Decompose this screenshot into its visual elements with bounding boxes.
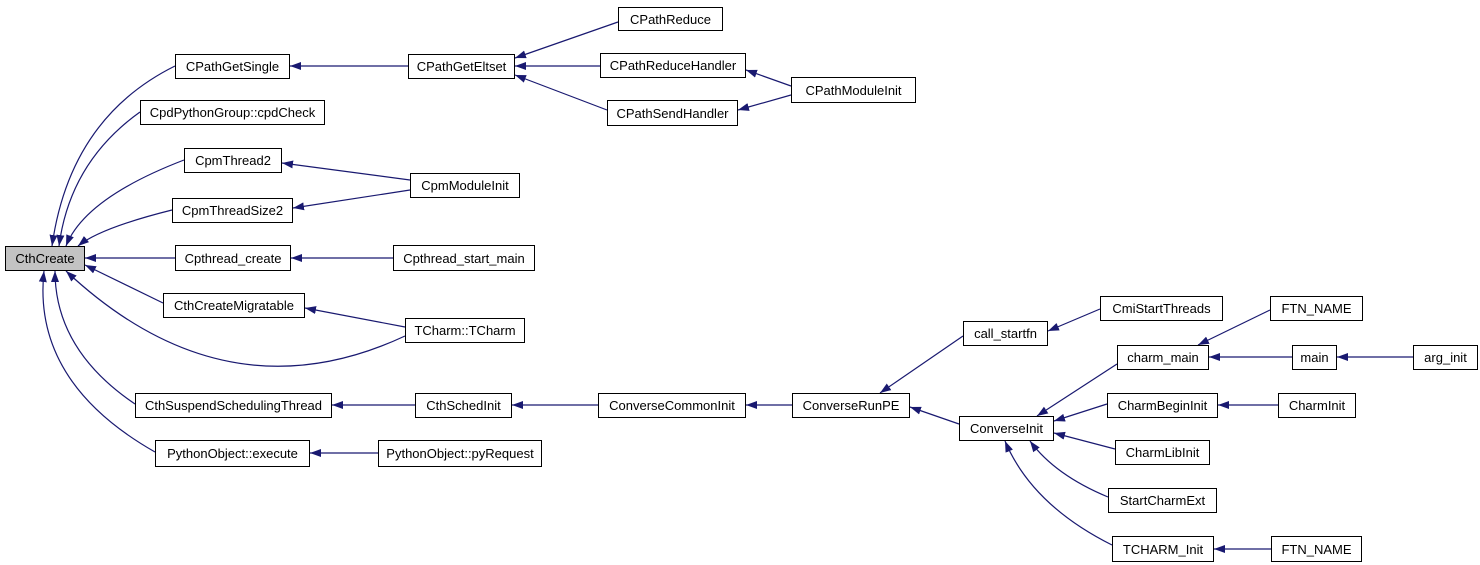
graph-node-cpmthread2[interactable]: CpmThread2: [184, 148, 282, 173]
graph-node-cpdcheck[interactable]: CpdPythonGroup::cpdCheck: [140, 100, 325, 125]
graph-node-label: CPathReduceHandler: [609, 58, 737, 73]
graph-node-label: CthCreateMigratable: [174, 298, 294, 313]
graph-node-label: ConverseRunPE: [802, 398, 900, 413]
edge-cpmthread2-to-cthcreate: [65, 159, 185, 247]
graph-node-cpthread_start_main[interactable]: Cpthread_start_main: [393, 245, 535, 271]
edge-cpathmoduleinit-to-cpathreducehandler: [745, 69, 792, 87]
edge-cpathreduce-to-cpathgeteltset: [514, 21, 619, 59]
graph-node-cthcreatemigratable[interactable]: CthCreateMigratable: [163, 293, 305, 318]
edge-tcharm_init-to-converseinit: [1004, 440, 1113, 546]
graph-node-label: main: [1300, 350, 1329, 365]
graph-node-pyexecute[interactable]: PythonObject::execute: [155, 440, 310, 467]
graph-node-label: CPathGetEltset: [416, 59, 507, 74]
graph-node-tcharm_init[interactable]: TCHARM_Init: [1112, 536, 1214, 562]
edge-cthsuspend-to-cthcreate: [51, 270, 136, 405]
graph-node-label: PythonObject::pyRequest: [386, 446, 534, 461]
graph-node-startcharmext[interactable]: StartCharmExt: [1108, 488, 1217, 513]
graph-node-cpthread_create[interactable]: Cpthread_create: [175, 245, 291, 271]
graph-node-cpathgeteltset[interactable]: CPathGetEltset: [408, 54, 515, 79]
graph-node-label: FTN_NAME: [1281, 301, 1352, 316]
edge-group: [38, 21, 1413, 553]
graph-node-label: CPathSendHandler: [616, 105, 729, 121]
graph-node-cpmthreadsize2[interactable]: CpmThreadSize2: [172, 198, 293, 223]
graph-node-label: ConverseCommonInit: [609, 398, 735, 413]
graph-node-label: StartCharmExt: [1119, 493, 1206, 508]
graph-node-label: TCHARM_Init: [1122, 541, 1204, 557]
graph-node-call_startfn[interactable]: call_startfn: [963, 321, 1048, 346]
graph-node-charmbegininit[interactable]: CharmBeginInit: [1107, 393, 1218, 418]
graph-node-charminit[interactable]: CharmInit: [1278, 393, 1356, 418]
graph-node-label: CmiStartThreads: [1112, 301, 1211, 316]
graph-node-label: CpdPythonGroup::cpdCheck: [149, 105, 316, 120]
graph-node-cpmmoduleinit[interactable]: CpmModuleInit: [410, 173, 520, 198]
edge-cpmthreadsize2-to-cthcreate: [77, 209, 173, 247]
edge-converseinit-to-converserunpe: [909, 406, 960, 425]
edge-cmistartthreads-to-call_startfn: [1047, 308, 1101, 332]
graph-node-label: CpmModuleInit: [421, 178, 509, 193]
graph-node-arg_init[interactable]: arg_init: [1413, 345, 1478, 370]
graph-node-label: CPathReduce: [630, 11, 711, 27]
graph-node-cpathgetsingle[interactable]: CPathGetSingle: [175, 54, 290, 79]
graph-node-label: Cpthread_create: [184, 250, 282, 266]
edge-startcharmext-to-converseinit: [1029, 440, 1109, 498]
graph-node-label: CpmThreadSize2: [181, 203, 284, 218]
graph-node-label: ConverseInit: [970, 421, 1043, 436]
edge-tcharm-to-cthcreate: [65, 270, 406, 367]
graph-node-cthcreate: CthCreate: [5, 246, 85, 271]
graph-node-label: arg_init: [1424, 350, 1467, 365]
graph-node-ftn_name_top[interactable]: FTN_NAME: [1270, 296, 1363, 321]
edge-cpathsendhandler-to-cpathgeteltset: [514, 74, 608, 111]
edge-charmlibinit-to-converseinit: [1053, 431, 1116, 450]
edge-cpathmoduleinit-to-cpathsendhandler: [737, 94, 792, 111]
graph-node-label: CharmInit: [1288, 398, 1346, 413]
graph-node-main[interactable]: main: [1292, 345, 1337, 370]
edge-ftn_name_top-to-charm_main: [1197, 309, 1271, 346]
graph-node-cpathreduce[interactable]: CPathReduce: [618, 7, 723, 31]
graph-node-cthsuspend[interactable]: CthSuspendSchedulingThread: [135, 393, 332, 418]
edge-cpmmoduleinit-to-cpmthreadsize2: [292, 189, 411, 211]
graph-node-label: CthCreate: [15, 251, 75, 266]
graph-node-label: CharmLibInit: [1125, 445, 1200, 460]
edge-cpmmoduleinit-to-cpmthread2: [281, 160, 411, 181]
edge-pyexecute-to-cthcreate: [38, 270, 156, 453]
graph-node-label: CharmBeginInit: [1117, 398, 1208, 413]
graph-node-label: CpmThread2: [195, 153, 271, 168]
edge-call_startfn-to-converserunpe: [879, 335, 964, 394]
edge-cpdcheck-to-cthcreate: [56, 111, 141, 247]
graph-node-label: CthSchedInit: [426, 398, 501, 413]
graph-node-cpathreducehandler[interactable]: CPathReduceHandler: [600, 53, 746, 78]
edge-cpathgetsingle-to-cthcreate: [49, 65, 176, 247]
graph-node-charm_main[interactable]: charm_main: [1117, 345, 1209, 370]
edge-cthcreatemigratable-to-cthcreate: [84, 264, 164, 304]
graph-node-conversecommoninit[interactable]: ConverseCommonInit: [598, 393, 746, 418]
graph-node-converseinit[interactable]: ConverseInit: [959, 416, 1054, 441]
graph-node-label: Cpthread_start_main: [403, 250, 525, 266]
graph-node-charmlibinit[interactable]: CharmLibInit: [1115, 440, 1210, 465]
graph-node-converserunpe[interactable]: ConverseRunPE: [792, 393, 910, 418]
graph-node-label: charm_main: [1127, 350, 1199, 365]
edge-charm_main-to-converseinit: [1036, 363, 1118, 417]
graph-node-cthschedinit[interactable]: CthSchedInit: [415, 393, 512, 418]
edge-charmbegininit-to-converseinit: [1053, 403, 1108, 422]
graph-node-label: PythonObject::execute: [167, 446, 298, 461]
graph-node-label: CPathModuleInit: [805, 82, 902, 98]
graph-node-label: CthSuspendSchedulingThread: [144, 398, 323, 413]
graph-node-cpathmoduleinit[interactable]: CPathModuleInit: [791, 77, 916, 103]
graph-node-pyrequest[interactable]: PythonObject::pyRequest: [378, 440, 542, 467]
graph-node-cpathsendhandler[interactable]: CPathSendHandler: [607, 100, 738, 126]
graph-node-label: CPathGetSingle: [185, 59, 280, 74]
graph-node-label: call_startfn: [974, 326, 1037, 341]
edge-tcharm-to-cthcreatemigratable: [304, 306, 406, 328]
graph-node-label: TCharm::TCharm: [414, 323, 516, 338]
graph-node-tcharm[interactable]: TCharm::TCharm: [405, 318, 525, 343]
graph-node-cmistartthreads[interactable]: CmiStartThreads: [1100, 296, 1223, 321]
graph-node-ftn_name_bottom[interactable]: FTN_NAME: [1271, 536, 1362, 562]
graph-node-label: FTN_NAME: [1281, 541, 1352, 557]
